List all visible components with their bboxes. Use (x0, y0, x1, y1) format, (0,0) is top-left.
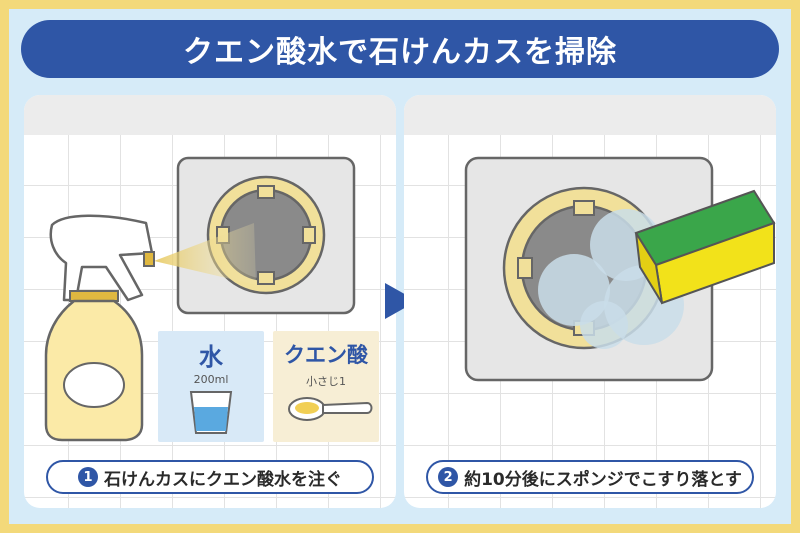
step-2-caption: 2 約10分後にスポンジでこすり落とす (426, 460, 754, 494)
water-label: 水 (199, 343, 223, 371)
spray-mist (154, 223, 256, 285)
water-amount: 200ml (193, 373, 229, 386)
step-1-number: 1 (78, 467, 98, 487)
sponge-icon (634, 189, 776, 305)
step-2-number: 2 (438, 467, 459, 487)
citric-acid-label: クエン酸 (284, 343, 368, 367)
water-card: 水 200ml (158, 331, 264, 442)
citric-acid-card: クエン酸 小さじ1 (273, 331, 379, 442)
next-step-arrow-icon (385, 283, 417, 319)
page-title: クエン酸水で石けんカスを掃除 (21, 20, 779, 78)
step-2-text: 約10分後にスポンジでこすり落とす (464, 469, 742, 490)
panel-header-band (404, 95, 776, 135)
panel-header-band (24, 95, 396, 135)
step-2-panel: 2 約10分後にスポンジでこすり落とす (404, 95, 776, 508)
measuring-spoon-icon (288, 397, 373, 421)
spray-bottle-icon (44, 214, 155, 442)
step-1-caption: 1 石けんカスにクエン酸水を注ぐ (46, 460, 374, 494)
water-glass-icon (189, 391, 233, 434)
citric-acid-amount: 小さじ1 (306, 375, 346, 388)
step-1-text: 石けんカスにクエン酸水を注ぐ (104, 469, 342, 490)
step-1-panel: 水 200ml クエン酸 小さじ1 1 石けんカスにクエン酸水を注ぐ (24, 95, 396, 508)
